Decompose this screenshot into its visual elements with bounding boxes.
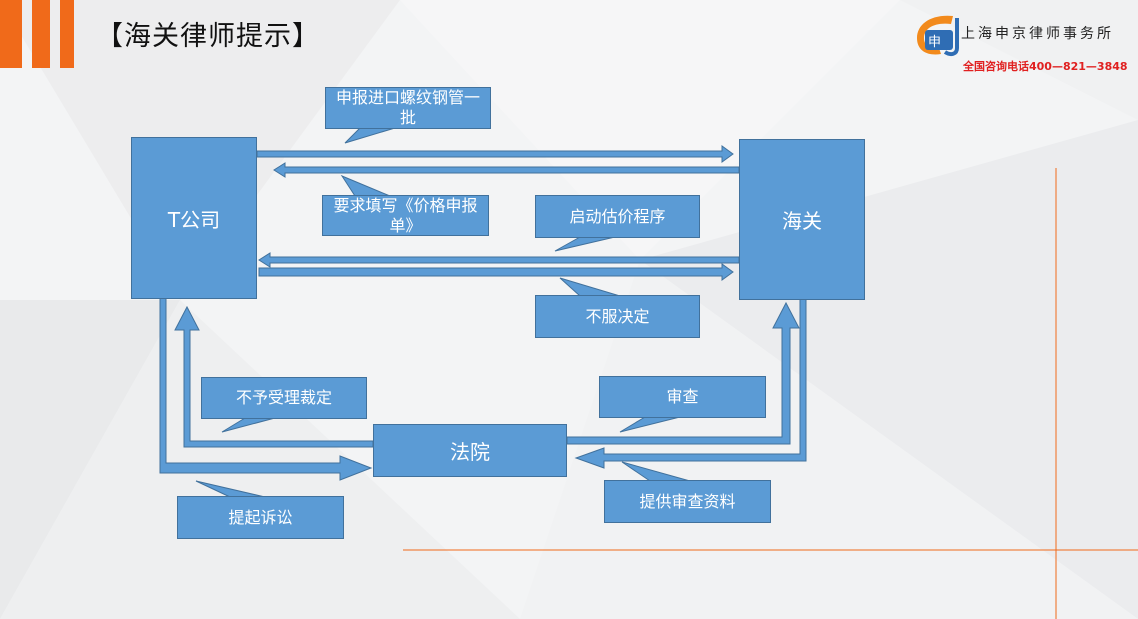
svg-text:申: 申 [928, 35, 941, 50]
callout-start-valuation: 启动估价程序 [535, 195, 700, 238]
tail-review [619, 416, 681, 433]
tail-disagree [559, 277, 621, 297]
node-court: 法院 [373, 424, 567, 477]
arrow-file-lawsuit [159, 297, 373, 481]
tail-provide-materials [621, 461, 691, 482]
arrow-reject-ruling [174, 305, 374, 448]
callout-provide-review-materials: 提供审查资料 [604, 480, 771, 523]
firm-logo-mark-icon: 申 [917, 15, 959, 57]
tail-file-lawsuit [195, 480, 266, 498]
callout-disagree-decision: 不服决定 [535, 295, 700, 338]
tail-require-form [340, 174, 391, 197]
arrow-provide-materials [574, 297, 807, 469]
node-company: T公司 [131, 137, 257, 299]
accent-bar [60, 0, 74, 68]
tail-valuation [554, 236, 616, 252]
accent-bar [0, 0, 22, 68]
callout-review: 审查 [599, 376, 766, 418]
arrow-valuation [258, 252, 740, 268]
hotline-text: 全国咨询电话400—821—3848 [963, 60, 1128, 73]
accent-bar [32, 0, 50, 68]
callout-reject-ruling: 不予受理裁定 [201, 377, 367, 419]
callout-file-lawsuit: 提起诉讼 [177, 496, 344, 539]
arrow-review [566, 301, 800, 445]
page-title: 【海关律师提示】 [96, 21, 320, 52]
arrow-require-form [273, 162, 740, 178]
arrow-disagree [258, 263, 734, 281]
arrow-declare [256, 145, 734, 163]
callout-require-price-form: 要求填写《价格申报单》 [322, 195, 489, 236]
node-customs: 海关 [739, 139, 865, 300]
firm-name: 上海申京律师事务所 [961, 26, 1114, 42]
tail-declare [344, 127, 396, 144]
firm-logo: 申 上海申京律师事务所 全国咨询电话400—821—3848 [913, 12, 1133, 82]
callout-declare-import: 申报进口螺纹钢管一批 [325, 87, 491, 129]
tail-reject-ruling [221, 417, 276, 433]
